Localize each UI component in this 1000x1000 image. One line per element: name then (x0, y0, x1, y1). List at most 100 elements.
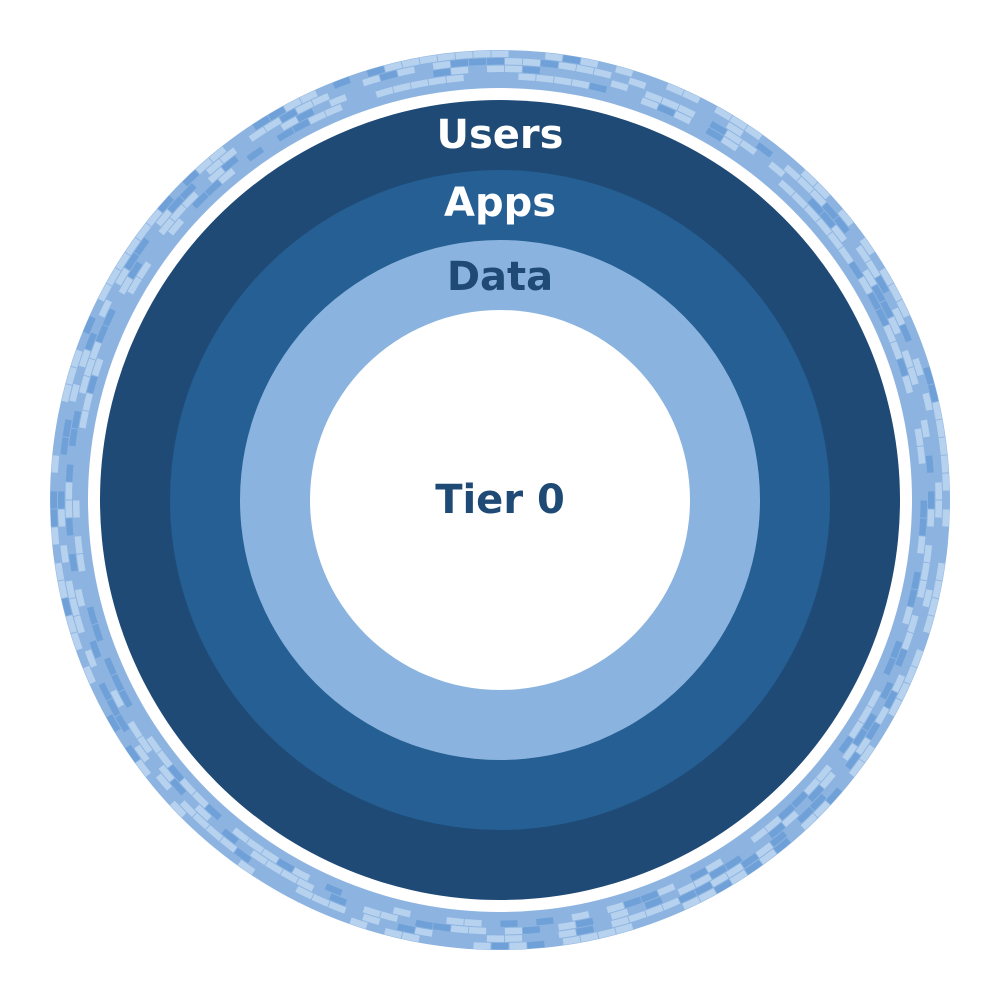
brick (852, 253, 868, 272)
brick (168, 764, 185, 782)
brick (754, 150, 772, 166)
brick (940, 527, 949, 545)
brick (938, 544, 948, 563)
brick (837, 209, 854, 227)
brick (194, 804, 212, 821)
brick (98, 682, 112, 701)
brick (115, 252, 131, 271)
brick (907, 614, 919, 633)
brick (62, 562, 72, 581)
brick (311, 893, 330, 907)
brick (209, 837, 227, 854)
brick (610, 80, 629, 92)
brick (890, 640, 903, 659)
brick (65, 366, 77, 385)
brick (800, 813, 818, 831)
brick (527, 51, 545, 60)
brick (544, 938, 563, 948)
brick (79, 571, 89, 590)
brick (589, 907, 608, 918)
brick (859, 744, 875, 763)
brick (940, 455, 949, 473)
brick (848, 720, 864, 739)
brick (509, 50, 527, 58)
brick (932, 580, 943, 599)
brick (896, 358, 909, 377)
brick (705, 127, 724, 142)
brick (58, 455, 67, 473)
brick (571, 911, 590, 921)
brick (693, 873, 712, 888)
brick (558, 69, 576, 79)
brick (855, 737, 871, 756)
brick (917, 349, 930, 368)
brick (362, 82, 381, 94)
brick (115, 714, 130, 733)
brick (127, 261, 143, 280)
brick (345, 900, 364, 912)
brick (923, 366, 935, 385)
brick (65, 580, 76, 599)
brick (204, 179, 222, 197)
brick (91, 623, 104, 642)
brick (879, 267, 894, 286)
brick (118, 292, 133, 311)
brick (263, 117, 282, 132)
brick (98, 698, 112, 717)
brick (167, 787, 184, 805)
brick (415, 70, 434, 81)
brick (739, 844, 758, 861)
brick (764, 168, 782, 185)
brick (875, 308, 889, 327)
brick (764, 815, 782, 832)
brick (103, 324, 117, 343)
brick (693, 112, 712, 127)
brick (606, 902, 625, 914)
brick (822, 202, 839, 220)
brick (486, 935, 505, 942)
brick (906, 340, 919, 360)
brick (366, 65, 385, 77)
brick (709, 864, 728, 880)
brick (920, 562, 930, 581)
brick (137, 246, 153, 265)
brick (809, 793, 827, 811)
brick (192, 170, 210, 188)
brick (308, 111, 327, 125)
brick (70, 632, 83, 651)
brick (927, 509, 935, 527)
brick (849, 223, 865, 241)
brick (673, 875, 692, 889)
brick (917, 375, 929, 394)
brick (279, 108, 298, 123)
brick (610, 916, 630, 928)
brick (649, 76, 668, 89)
brick (234, 847, 252, 864)
brick (803, 778, 821, 796)
brick (263, 868, 282, 883)
brick (911, 410, 921, 429)
brick (204, 803, 222, 821)
brick (57, 401, 68, 420)
brick (920, 419, 930, 438)
brick (845, 751, 861, 770)
brick (724, 130, 743, 145)
brick (781, 173, 799, 190)
brick (67, 536, 76, 554)
brick (78, 632, 91, 651)
brick (518, 919, 536, 927)
brick (917, 536, 926, 554)
brick (522, 58, 541, 67)
brick (118, 705, 133, 724)
brick (324, 883, 343, 897)
brick (644, 91, 663, 104)
brick (632, 917, 651, 930)
brick (580, 57, 599, 68)
brick (89, 341, 102, 360)
brick (102, 673, 116, 692)
brick (84, 649, 98, 668)
brick (97, 341, 110, 360)
brick (807, 197, 824, 215)
brick (328, 86, 347, 99)
brick (432, 60, 451, 70)
